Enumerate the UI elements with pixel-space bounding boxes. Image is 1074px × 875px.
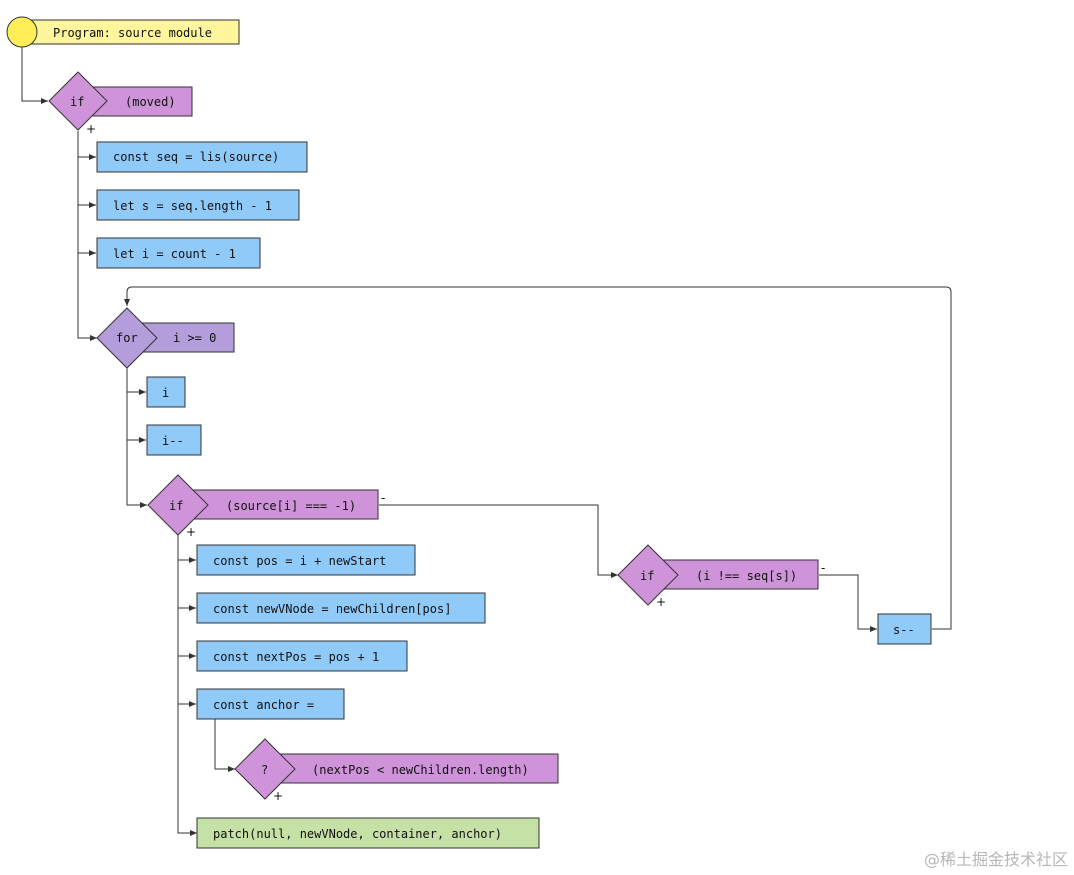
edge-for-trunk xyxy=(126,368,147,508)
svg-text:const seq = lis(source): const seq = lis(source) xyxy=(113,150,279,164)
ternary-keyword: ? xyxy=(261,763,268,777)
for-condition: i >= 0 xyxy=(173,331,216,345)
edge-ternary xyxy=(214,719,235,772)
ternary-condition: (nextPos < newChildren.length) xyxy=(312,763,529,777)
program-label: Program: source module xyxy=(53,26,212,40)
edge-false-seq xyxy=(819,574,877,632)
edge-if-source-trunk xyxy=(177,535,197,836)
if-source-false-mark: - xyxy=(381,491,385,505)
statement-anchor: const anchor = xyxy=(196,688,345,720)
statement-loop-i: i xyxy=(146,376,186,408)
statement-s-decrement: s-- xyxy=(877,613,932,645)
if-source-true-mark: + xyxy=(186,525,196,539)
program-start: Program: source module xyxy=(6,16,240,48)
edge-false-source xyxy=(379,504,618,578)
if-seq-condition: (i !== seq[s]) xyxy=(696,569,797,583)
statement-pos: const pos = i + newStart xyxy=(196,544,416,576)
statement-nextpos: const nextPos = pos + 1 xyxy=(196,640,408,672)
if-moved-true-mark: + xyxy=(86,122,96,136)
if-moved-node: if (moved) + xyxy=(48,71,193,136)
patch-call: patch(null, newVNode, container, anchor) xyxy=(196,817,540,849)
svg-text:let s = seq.length - 1: let s = seq.length - 1 xyxy=(113,199,272,213)
edge-program-to-if xyxy=(21,46,48,104)
if-moved-condition: (moved) xyxy=(125,95,176,109)
for-loop-node: for i >= 0 xyxy=(96,307,235,369)
svg-text:i: i xyxy=(162,386,169,400)
ternary-true-mark: + xyxy=(273,789,283,803)
svg-text:const anchor =: const anchor = xyxy=(213,698,314,712)
edge-loop-back xyxy=(124,286,952,630)
svg-text:let i = count - 1: let i = count - 1 xyxy=(113,247,236,261)
for-keyword: for xyxy=(116,331,138,345)
statement-newvnode: const newVNode = newChildren[pos] xyxy=(196,592,486,624)
svg-text:s--: s-- xyxy=(893,623,915,637)
statement-s: let s = seq.length - 1 xyxy=(96,189,300,221)
if-seq-true-mark: + xyxy=(656,595,666,609)
svg-text:const pos = i + newStart: const pos = i + newStart xyxy=(213,554,386,568)
if-seq-keyword: if xyxy=(640,569,654,583)
if-source-condition: (source[i] === -1) xyxy=(226,499,356,513)
if-seq-node: if (i !== seq[s]) + - xyxy=(617,544,825,609)
start-circle-icon xyxy=(6,16,38,48)
svg-text:const newVNode = newChildren[p: const newVNode = newChildren[pos] xyxy=(213,602,451,616)
if-seq-false-mark: - xyxy=(821,561,825,575)
statement-seq: const seq = lis(source) xyxy=(96,141,308,173)
if-source-node: if (source[i] === -1) + - xyxy=(147,474,385,539)
watermark: @稀土掘金技术社区 xyxy=(924,850,1068,869)
statement-i: let i = count - 1 xyxy=(96,237,261,269)
edge-if-trunk xyxy=(77,131,97,341)
connector-lines xyxy=(21,46,952,836)
svg-text:const nextPos = pos + 1: const nextPos = pos + 1 xyxy=(213,650,379,664)
if-moved-keyword: if xyxy=(70,95,84,109)
statement-loop-idec: i-- xyxy=(146,424,202,456)
svg-text:patch(null, newVNode, containe: patch(null, newVNode, container, anchor) xyxy=(213,827,502,841)
if-source-keyword: if xyxy=(169,499,183,513)
svg-text:i--: i-- xyxy=(162,434,184,448)
ternary-node: ? (nextPos < newChildren.length) + xyxy=(234,738,559,803)
